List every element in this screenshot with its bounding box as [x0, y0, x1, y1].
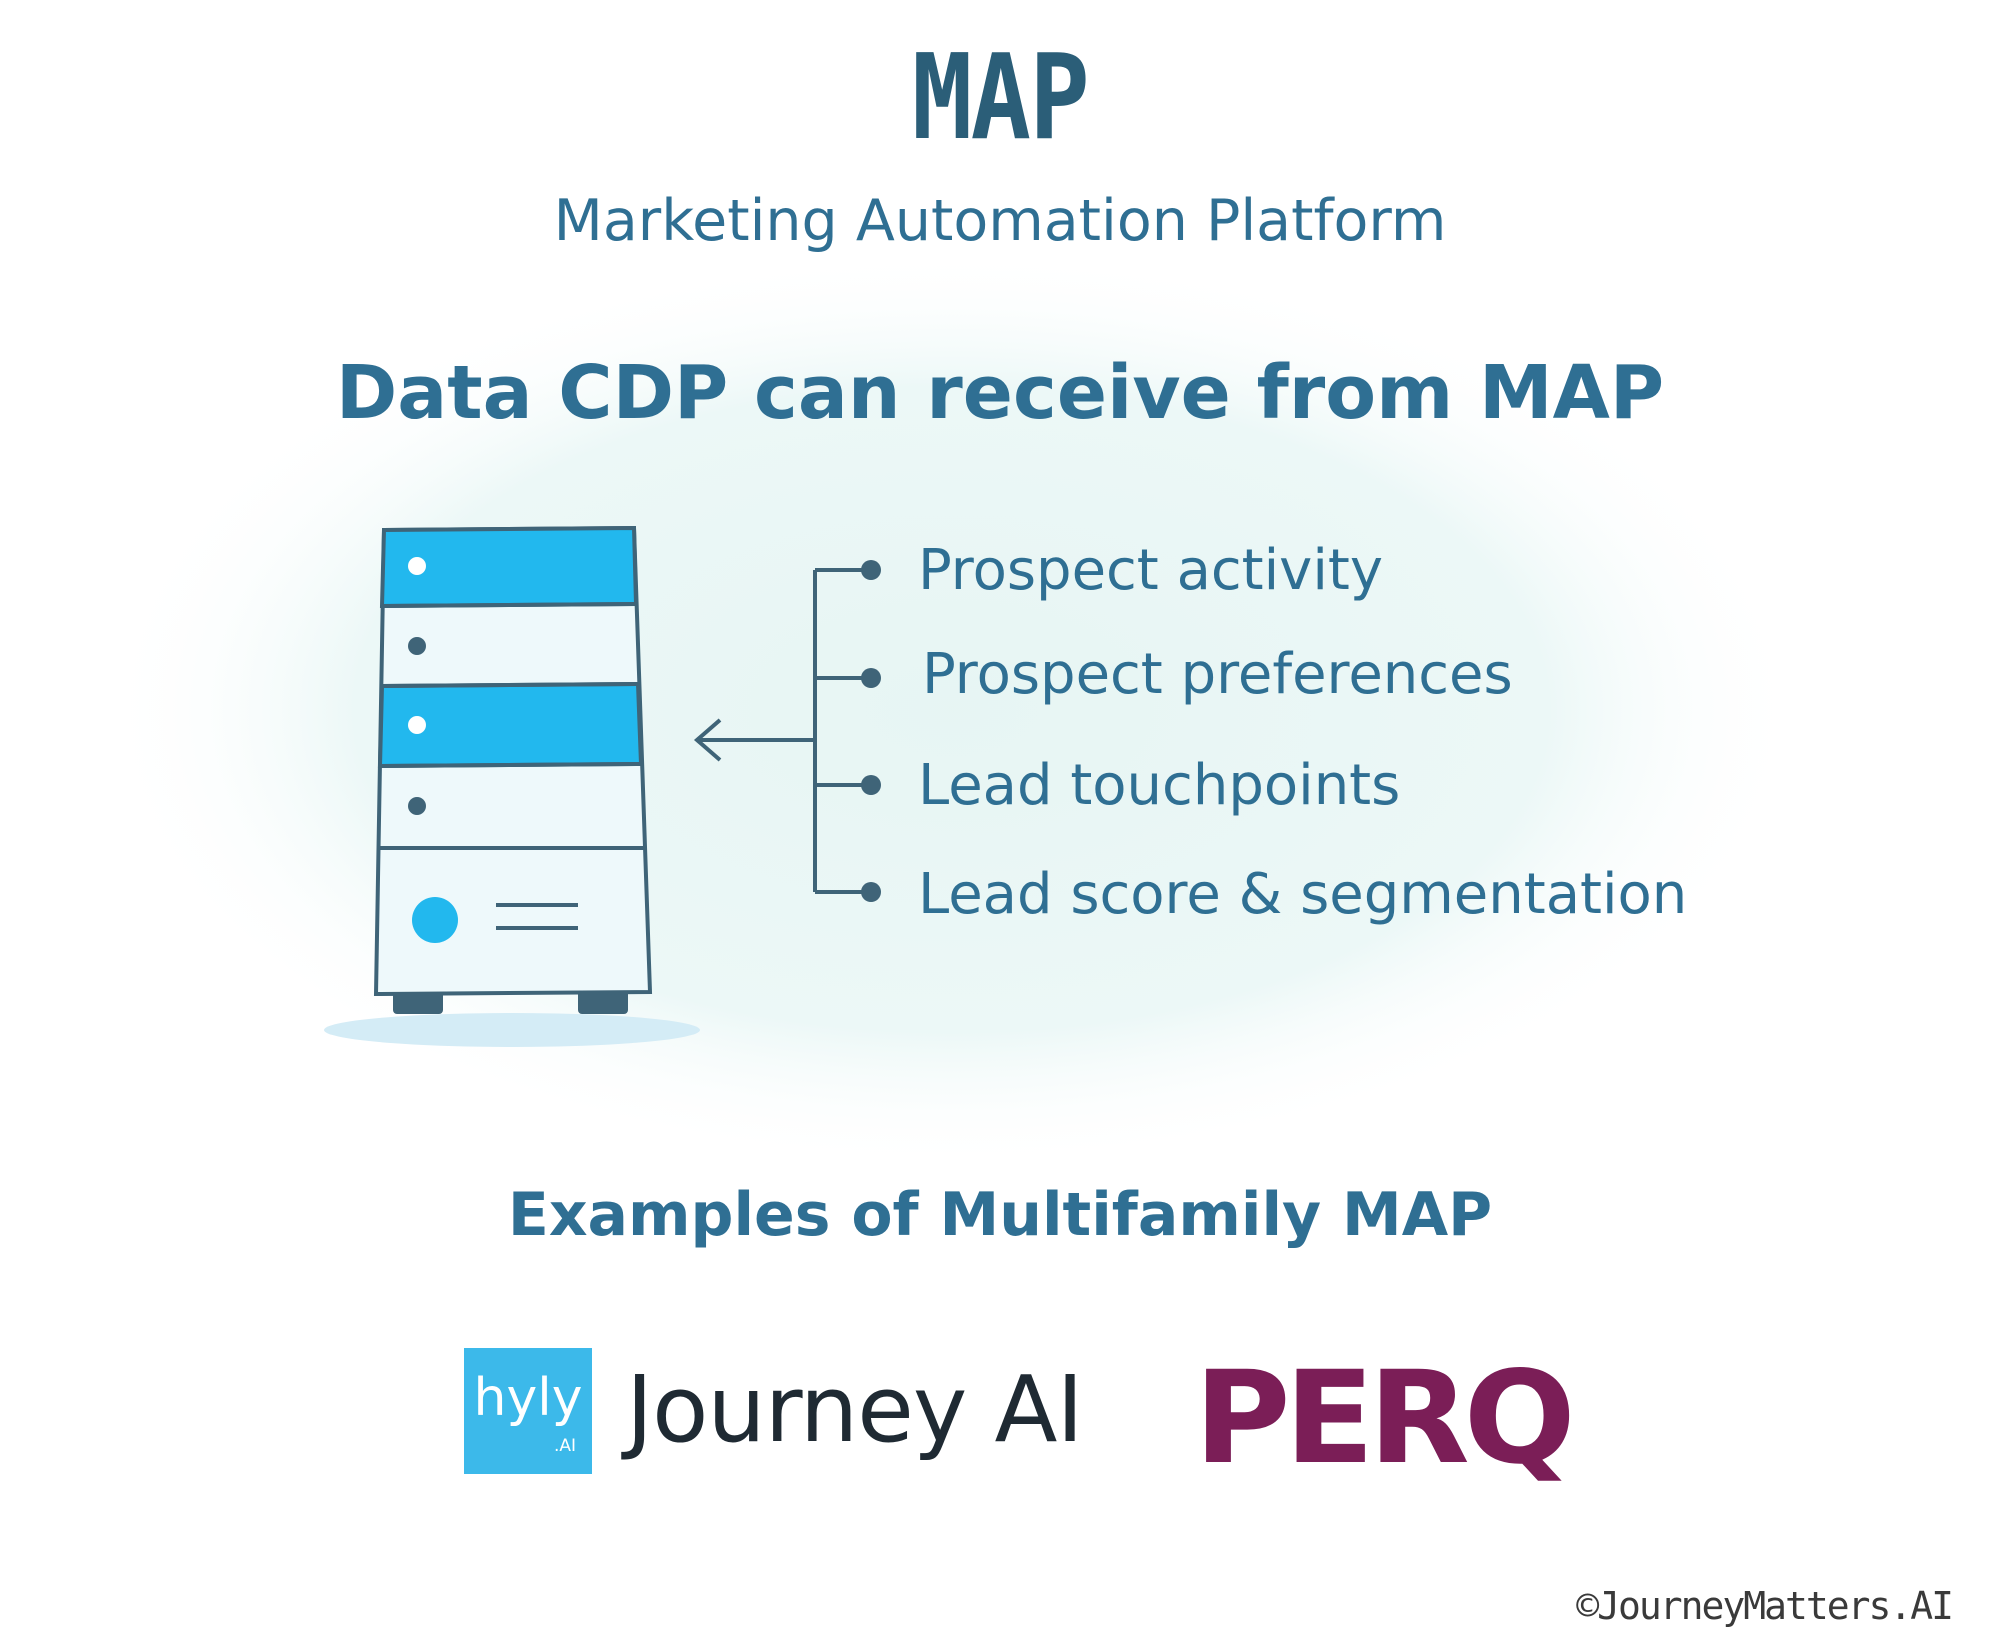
examples-heading: Examples of Multifamily MAP	[507, 1180, 1493, 1250]
perq-logo: PERQ	[1194, 1344, 1576, 1493]
list-item-prospect-activity: Prospect activity	[918, 538, 1383, 603]
database-server-icon	[324, 525, 700, 1047]
bullet-dot-icon	[861, 560, 881, 580]
copyright-notice: ©JourneyMatters.AI	[1576, 1584, 1954, 1628]
bullet-dot-icon	[861, 775, 881, 795]
hyly-mark: hyly	[473, 1368, 583, 1428]
page-title: MAP	[911, 28, 1090, 166]
arrow-left-icon	[693, 718, 722, 762]
journey-ai-name: Journey AI	[626, 1356, 1084, 1463]
bullet-dot-icon	[861, 882, 881, 902]
list-item-lead-touchpoints: Lead touchpoints	[918, 753, 1401, 818]
list-item-prospect-preferences: Prospect preferences	[922, 642, 1513, 707]
page-subtitle: Marketing Automation Platform	[553, 188, 1447, 254]
hyly-logo: hyly .AI	[464, 1348, 592, 1474]
bullet-dot-icon	[861, 668, 881, 688]
list-item-lead-score-segmentation: Lead score & segmentation	[918, 862, 1688, 927]
connector-bracket	[693, 560, 881, 902]
diagram-heading: Data CDP can receive from MAP	[335, 350, 1665, 436]
hyly-mark-sub: .AI	[553, 1436, 576, 1456]
